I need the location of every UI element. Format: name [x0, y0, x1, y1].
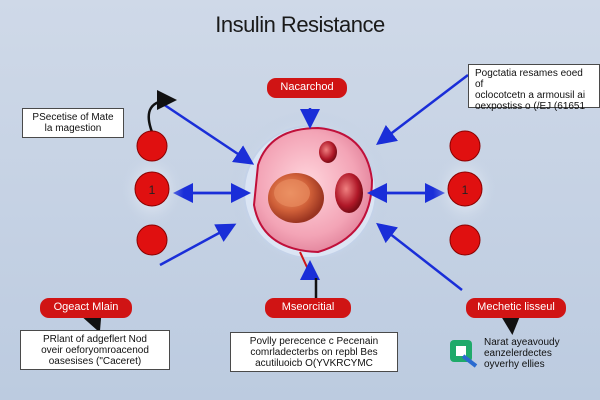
left-node: [134, 171, 170, 207]
top-right-line-1: Pogctatia resames eoed of: [475, 68, 583, 90]
top-right-line-3: oexpostiss o (/EJ (61651: [475, 101, 586, 112]
left-node-cluster: 1: [120, 130, 184, 256]
right-bottom-pill-label: Mechetic lisseul: [466, 298, 566, 318]
top-left-annotation: PSecetise of Mate la magestion: [22, 108, 124, 138]
top-right-line-2: oclocotcetn a armousil ai: [475, 90, 586, 101]
bottom-right-line-3: oyverhy ellies: [484, 359, 545, 370]
right-node-label: 1: [462, 183, 469, 197]
right-node: [447, 171, 483, 207]
bottom-center-line-2: comrladecterbs on repbl Bes: [250, 347, 378, 358]
left-node-label: 1: [149, 183, 156, 197]
bottom-right-line-1: Narat ayeavoudy: [484, 337, 560, 348]
bottom-right-line-2: eanzelerdectes: [484, 348, 552, 359]
top-pill-label: Nacarchod: [267, 78, 347, 98]
top-left-line-2: la magestion: [44, 123, 102, 134]
top-left-line-1: PSecetise of Mate: [32, 112, 114, 123]
center-bottom-pill-label: Mseorcitial: [265, 298, 351, 318]
central-cell: [230, 110, 390, 279]
connection-arrows: [159, 74, 469, 291]
bottom-center-annotation: Povlly perecence c Pecenain comrladecter…: [230, 332, 398, 372]
left-bottom-pill-label: Ogeact Mlain: [40, 298, 132, 318]
organelle: [335, 173, 363, 213]
bottom-center-line-1: Povlly perecence c Pecenain: [249, 336, 379, 347]
top-right-annotation: Pogctatia resames eoed of oclocotcetn a …: [468, 64, 600, 112]
diagram-title: Insulin Resistance: [215, 12, 385, 37]
right-node-cluster: 1: [433, 130, 497, 256]
bottom-left-annotation: PRlant of adgeflert Nod oveir oeforyomro…: [20, 330, 170, 370]
bottom-left-line-2: oveir oeforyomroacenod: [41, 345, 149, 356]
logo-mark: [450, 340, 478, 368]
bottom-left-line-1: PRlant of adgeflert Nod: [43, 334, 147, 345]
bottom-right-annotation: Narat ayeavoudy eanzelerdectes oyverhy e…: [478, 334, 584, 374]
bottom-center-line-3: acutiluoicb O(YVKRCYMC: [255, 358, 373, 369]
bottom-left-line-3: oasesises ("Caceret): [48, 356, 142, 367]
